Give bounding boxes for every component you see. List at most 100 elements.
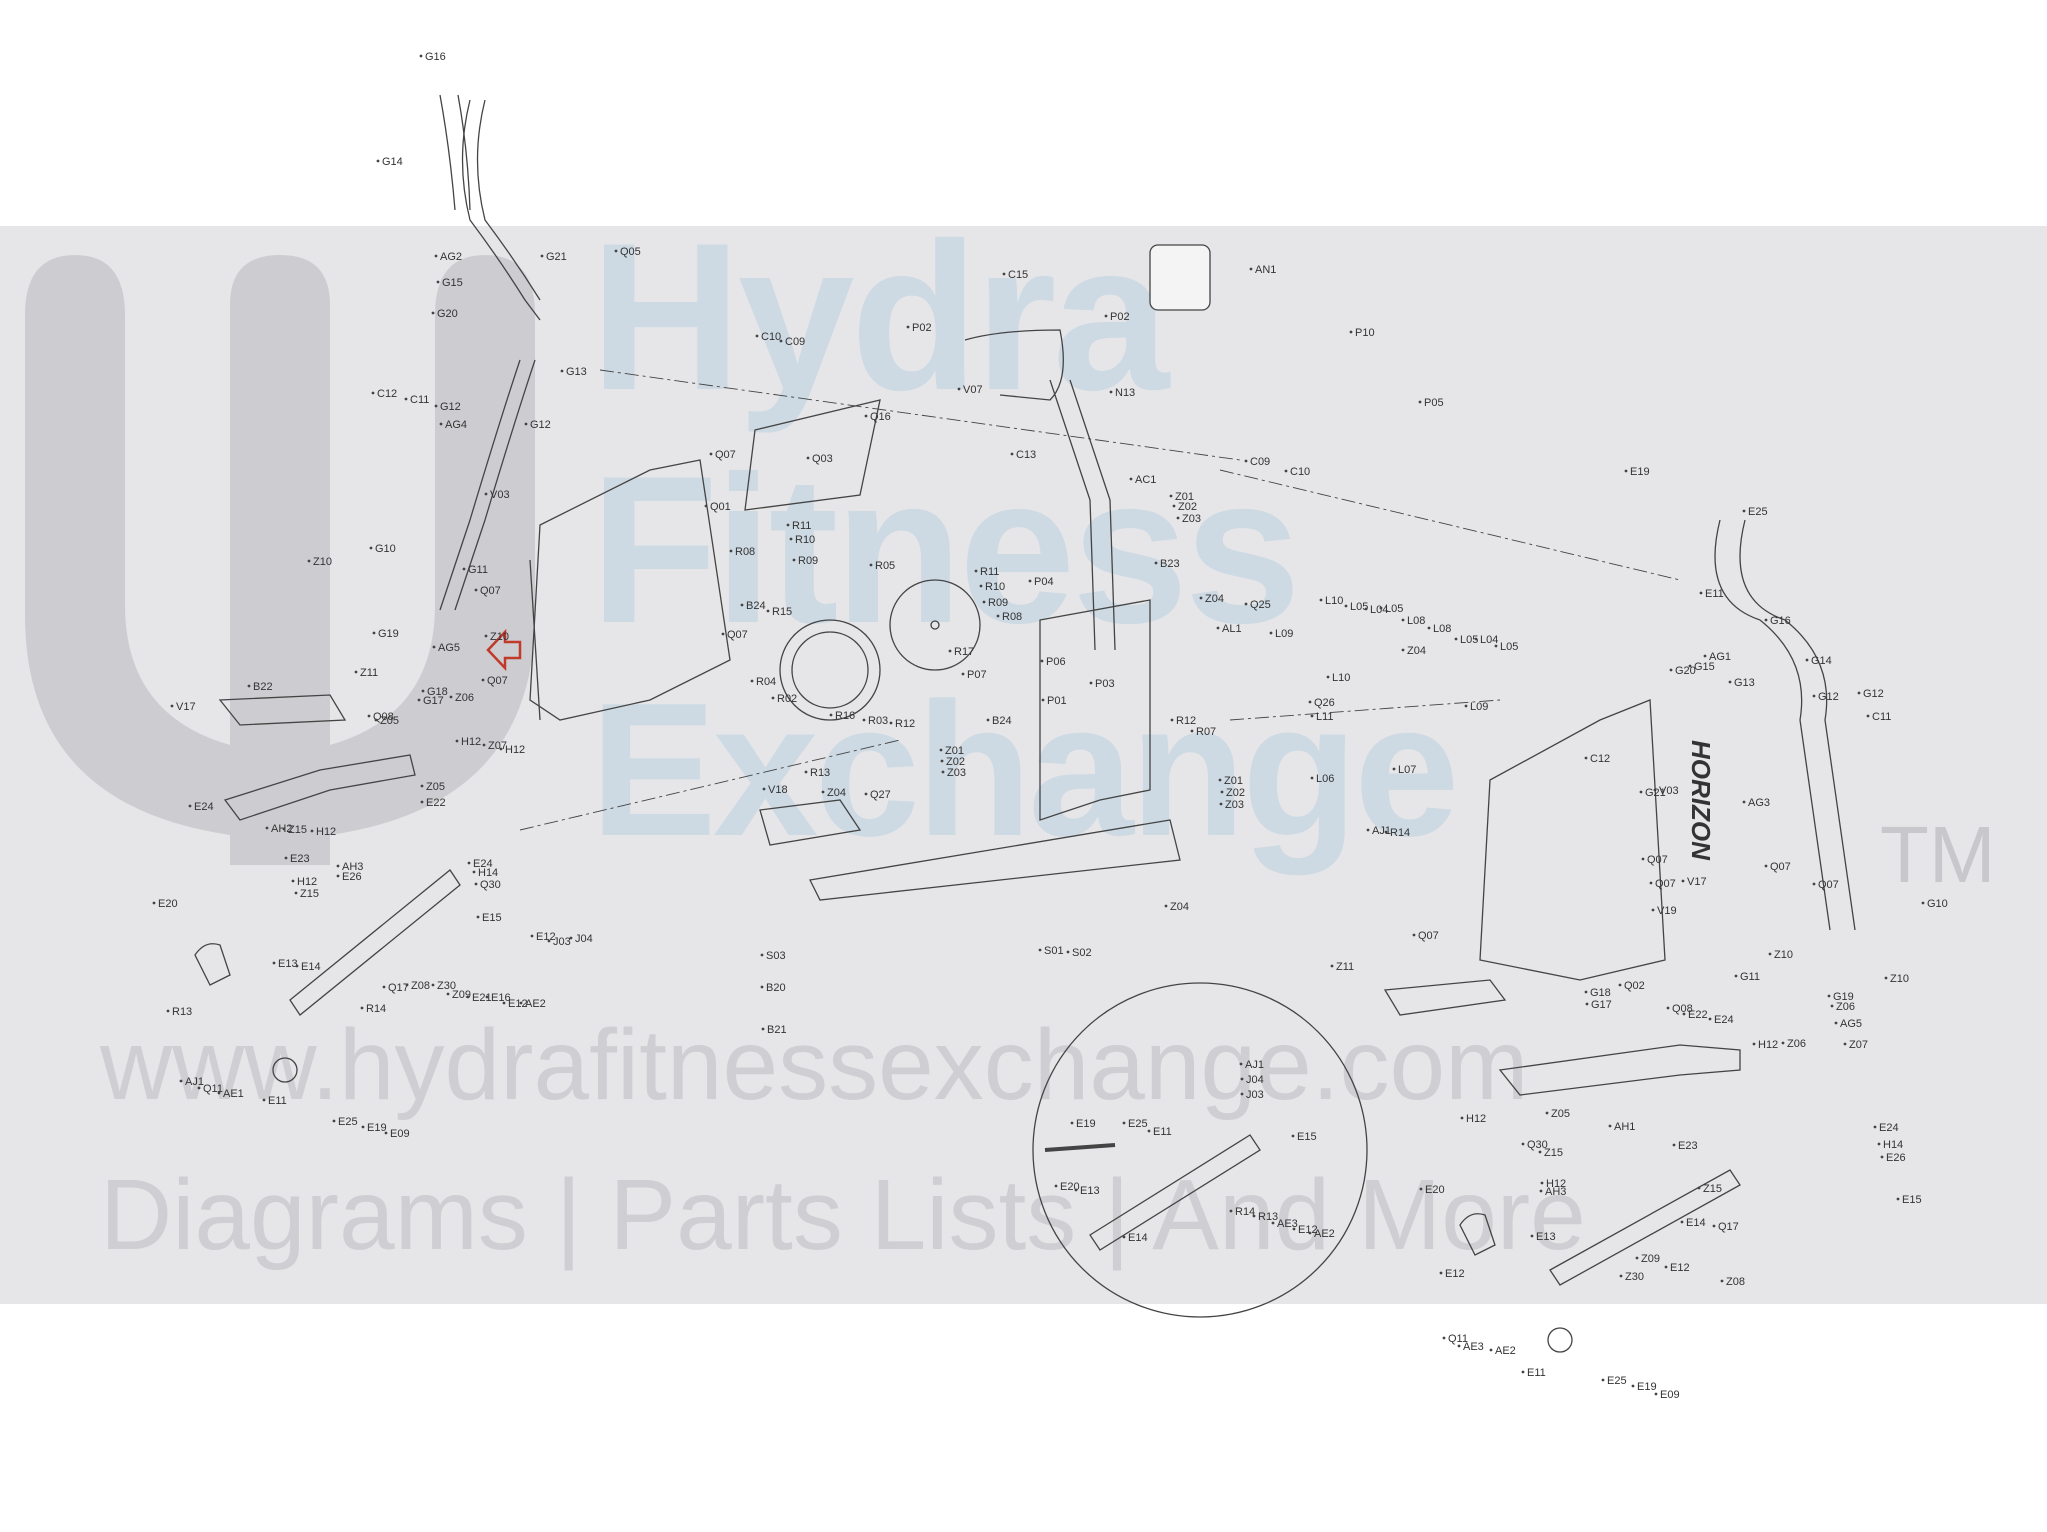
part-label-z04: Z04 <box>827 787 846 799</box>
part-label-j04: J04 <box>1246 1074 1264 1086</box>
part-label-e20: E20 <box>1425 1184 1445 1196</box>
part-label-q17: Q17 <box>388 982 409 994</box>
part-label-e24: E24 <box>1879 1122 1899 1134</box>
part-leader-dot <box>1284 469 1288 473</box>
part-leader-dot <box>404 397 408 401</box>
part-leader-dot <box>986 718 990 722</box>
part-leader-dot <box>405 983 409 987</box>
part-leader-dot <box>446 992 450 996</box>
part-leader-dot <box>1608 1124 1612 1128</box>
part-label-z10: Z10 <box>313 556 332 568</box>
part-leader-dot <box>502 1001 506 1005</box>
part-label-r10: R10 <box>795 534 815 546</box>
part-label-r12: R12 <box>1176 715 1196 727</box>
part-leader-dot <box>1584 756 1588 760</box>
part-leader-dot <box>1442 1336 1446 1340</box>
part-label-e21: E21 <box>0 0 20 3</box>
part-leader-dot <box>1460 1116 1464 1120</box>
part-leader-dot <box>766 609 770 613</box>
part-label-z15: Z15 <box>1703 1183 1722 1195</box>
part-leader-dot <box>1154 561 1158 565</box>
part-label-b24: B24 <box>992 715 1012 727</box>
part-label-q30: Q30 <box>1527 1139 1548 1151</box>
part-leader-dot <box>1041 698 1045 702</box>
pointer-arrow-icon <box>486 628 522 672</box>
part-leader-dot <box>1781 1041 1785 1045</box>
part-leader-dot <box>1672 1143 1676 1147</box>
part-leader-dot <box>1169 494 1173 498</box>
part-leader-dot <box>476 915 480 919</box>
part-label-q17: Q17 <box>1718 1221 1739 1233</box>
part-leader-dot <box>431 983 435 987</box>
part-leader-dot <box>1199 596 1203 600</box>
part-label-l10: L10 <box>1325 595 1343 607</box>
part-label-g21: G21 <box>1645 787 1666 799</box>
part-label-r13: R13 <box>1258 1211 1278 1223</box>
part-leader-dot <box>974 569 978 573</box>
part-label-e22: E22 <box>1688 1009 1708 1021</box>
part-label-h12: H12 <box>1466 1113 1486 1125</box>
part-leader-dot <box>431 311 435 315</box>
part-label-z08: Z08 <box>1726 1276 1745 1288</box>
part-label-l11: L11 <box>1316 711 1334 723</box>
part-label-z04: Z04 <box>1407 645 1426 657</box>
part-leader-dot <box>1379 606 1383 610</box>
part-leader-dot <box>524 422 528 426</box>
part-leader-dot <box>771 696 775 700</box>
part-label-z06: Z06 <box>455 692 474 704</box>
part-label-l08: L08 <box>1433 623 1451 635</box>
part-leader-dot <box>1271 1221 1275 1225</box>
part-leader-dot <box>560 369 564 373</box>
part-label-z03: Z03 <box>947 767 966 779</box>
part-leader-dot <box>740 603 744 607</box>
part-label-e11: E11 <box>1153 1126 1172 1138</box>
part-leader-dot <box>472 870 476 874</box>
part-label-ah3: AH3 <box>342 861 363 873</box>
part-label-q07: Q07 <box>715 449 736 461</box>
part-label-z05: Z05 <box>380 715 399 727</box>
part-label-z11: Z11 <box>1336 961 1354 973</box>
watermark-exchange: Exchange <box>590 664 1460 876</box>
part-label-e24: E24 <box>194 801 214 813</box>
part-leader-dot <box>417 698 421 702</box>
part-leader-dot <box>1292 1227 1296 1231</box>
part-label-r16: R16 <box>835 710 855 722</box>
part-leader-dot <box>484 634 488 638</box>
part-leader-dot <box>376 159 380 163</box>
part-leader-dot <box>1669 668 1673 672</box>
part-label-r07: R07 <box>1196 726 1216 738</box>
part-leader-dot <box>1734 974 1738 978</box>
part-label-z05: Z05 <box>426 781 445 793</box>
part-leader-dot <box>1682 1012 1686 1016</box>
part-leader-dot <box>1252 1214 1256 1218</box>
part-leader-dot <box>614 249 618 253</box>
part-label-e25: E25 <box>1128 1118 1148 1130</box>
part-label-e12: E12 <box>1670 1262 1690 1274</box>
part-label-c12: C12 <box>1590 753 1610 765</box>
part-leader-dot <box>519 1001 523 1005</box>
part-leader-dot <box>1680 1220 1684 1224</box>
part-label-e15: E15 <box>482 912 502 924</box>
part-leader-dot <box>1708 1017 1712 1021</box>
part-label-g15: G15 <box>1694 661 1715 673</box>
part-label-l06: L06 <box>1316 773 1334 785</box>
part-label-aj1: AJ1 <box>1372 825 1391 837</box>
part-leader-dot <box>420 784 424 788</box>
part-label-z03: Z03 <box>1182 513 1201 525</box>
watermark-fitness: Fitness <box>590 432 1301 667</box>
part-leader-dot <box>1474 637 1478 641</box>
part-label-g11: G11 <box>468 564 488 576</box>
part-label-p05: P05 <box>1424 397 1444 409</box>
part-label-s01: S01 <box>1044 945 1064 957</box>
part-leader-dot <box>1720 1279 1724 1283</box>
part-leader-dot <box>1269 631 1273 635</box>
part-label-e16: E16 <box>491 992 511 1004</box>
part-label-e19: E19 <box>1076 1118 1096 1130</box>
part-label-q07: Q07 <box>487 675 508 687</box>
part-label-r10: R10 <box>985 581 1005 593</box>
watermark-url: www.hydrafitnessexchange.com <box>100 1009 1529 1121</box>
part-leader-dot <box>1584 990 1588 994</box>
